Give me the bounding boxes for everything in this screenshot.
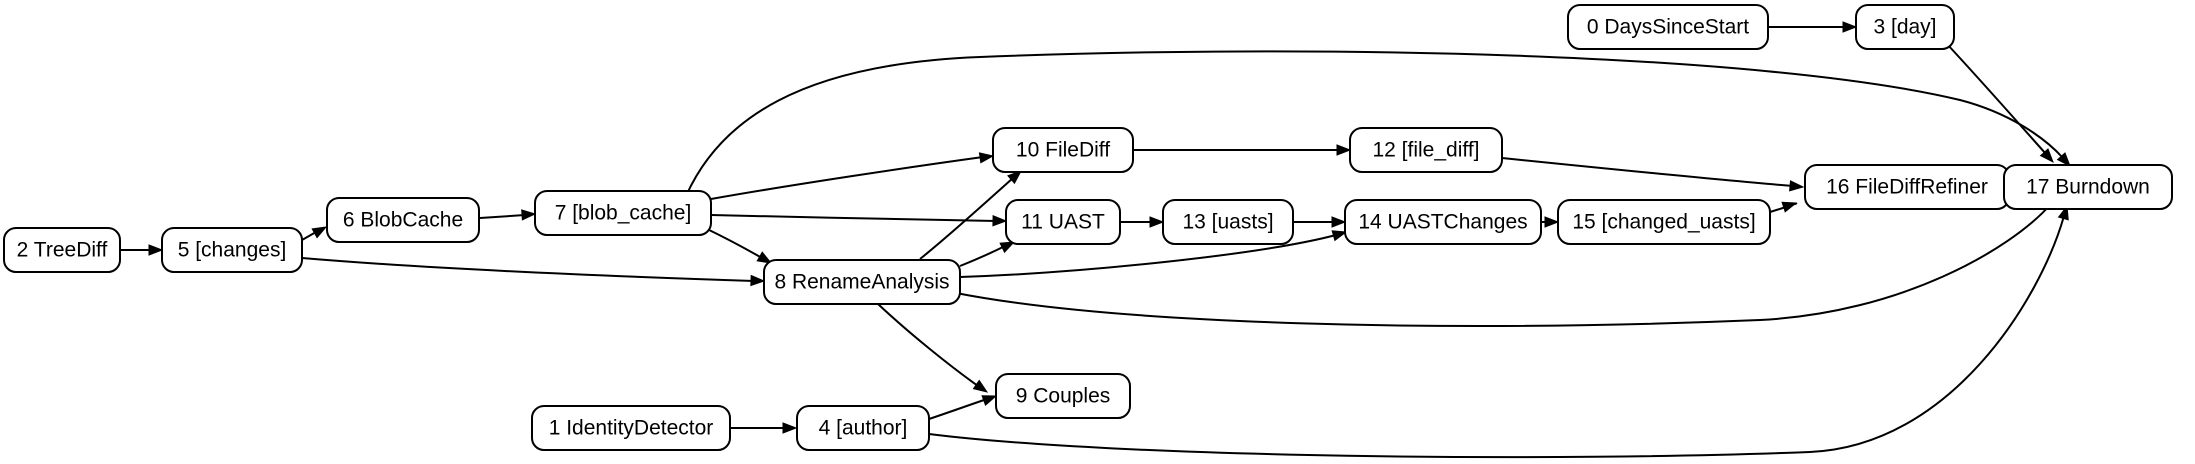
arrow-head-icon [1781,201,1798,213]
arrow-head-icon [2039,148,2054,164]
arrow-head-icon [978,152,995,164]
node-label: 11 UAST [1021,211,1105,234]
node-label: 2 TreeDiff [17,239,108,262]
node-shape[interactable] [1855,4,1955,50]
edge-3-to-17 [1946,43,2054,164]
node-shape[interactable] [534,190,712,236]
arrow-head-icon [1842,21,1858,33]
edge-11-to-13 [1120,216,1165,228]
edge-7-to-10 [710,152,995,200]
node-5[interactable]: 5 [changes] [161,227,303,273]
edge-8-to-9 [877,303,989,393]
node-label: 8 RenameAnalysis [774,271,949,294]
node-shape[interactable] [326,197,480,243]
node-2[interactable]: 2 TreeDiff [3,227,121,273]
node-shape[interactable] [161,227,303,273]
node-shape[interactable] [1567,4,1769,50]
arrow-head-icon [972,379,989,393]
edge-7-to-17 [685,50,2071,197]
node-label: 4 [author] [819,417,908,440]
arrow-head-icon [1331,216,1347,228]
node-label: 12 [file_diff] [1372,139,1479,162]
node-label: 15 [changed_uasts] [1572,211,1755,234]
node-shape[interactable] [796,405,930,451]
node-15[interactable]: 15 [changed_uasts] [1557,199,1771,245]
node-label: 1 IdentityDetector [549,417,714,440]
arrow-head-icon [981,395,998,406]
node-16[interactable]: 16 FileDiffRefiner [1804,164,2010,210]
arrow-head-icon [750,274,766,287]
arrow-head-icon [782,422,798,434]
node-shape[interactable] [992,127,1134,173]
node-8[interactable]: 8 RenameAnalysis [763,259,961,305]
node-shape[interactable] [1344,199,1542,245]
node-label: 10 FileDiff [1016,139,1110,162]
arrow-head-icon [311,226,328,239]
edge-10-to-12 [1133,144,1352,156]
node-11[interactable]: 11 UAST [1005,199,1121,245]
node-6[interactable]: 6 BlobCache [326,197,480,243]
edge-8-to-10 [919,170,1023,260]
arrow-head-icon [1544,216,1560,228]
node-17[interactable]: 17 Burndown [2003,164,2173,210]
node-shape[interactable] [1162,199,1294,245]
edge-7-to-8 [704,227,773,264]
edge-1-to-4 [730,422,798,434]
node-shape[interactable] [531,405,731,451]
node-label: 16 FileDiffRefiner [1826,176,1988,199]
node-4[interactable]: 4 [author] [796,405,930,451]
arrow-head-icon [1789,180,1805,192]
node-label: 17 Burndown [2026,176,2150,199]
edge-14-to-15 [1541,216,1560,228]
arrow-head-icon [756,251,773,264]
arrow-head-icon [2056,152,2071,168]
arrow-head-icon [999,241,1016,254]
node-label: 3 [day] [1873,16,1936,39]
edge-2-to-5 [121,244,164,256]
arrow-head-icon [1331,230,1348,242]
node-10[interactable]: 10 FileDiff [992,127,1134,173]
node-7[interactable]: 7 [blob_cache] [534,190,712,236]
node-14[interactable]: 14 UASTChanges [1344,199,1542,245]
node-label: 5 [changes] [178,239,287,262]
node-shape[interactable] [1005,199,1121,245]
node-shape[interactable] [763,259,961,305]
node-shape[interactable] [2003,164,2173,210]
node-shape[interactable] [1349,127,1503,173]
edge-0-to-3 [1769,21,1858,33]
node-1[interactable]: 1 IdentityDetector [531,405,731,451]
edge-13-to-14 [1293,216,1347,228]
arrow-head-icon [1336,144,1352,156]
arrow-head-icon [1149,216,1165,228]
edge-5-to-8 [301,257,766,287]
node-label: 9 Couples [1016,385,1111,408]
node-shape[interactable] [3,227,121,273]
edge-8-to-14 [959,230,1348,278]
edge-12-to-16 [1501,157,1805,192]
node-12[interactable]: 12 [file_diff] [1349,127,1503,173]
node-label: 7 [blob_cache] [555,202,692,225]
nodes-layer: 0 DaysSinceStart 3 [day] 2 TreeDiff 5 [chan… [3,4,2173,451]
node-shape[interactable] [1557,199,1771,245]
node-0[interactable]: 0 DaysSinceStart [1567,4,1769,50]
edge-6-to-7 [479,209,537,221]
node-13[interactable]: 13 [uasts] [1162,199,1294,245]
edge-15-to-16 [1769,201,1798,213]
node-label: 13 [uasts] [1182,211,1273,234]
node-9[interactable]: 9 Couples [995,373,1131,419]
node-3[interactable]: 3 [day] [1855,4,1955,50]
edge-8-to-11 [959,241,1016,267]
arrow-head-icon [992,215,1008,227]
arrow-head-icon [521,209,537,221]
node-label: 14 UASTChanges [1358,211,1527,234]
arrow-head-icon [148,244,164,256]
node-shape[interactable] [995,373,1131,419]
arrow-head-icon [1007,170,1023,185]
node-label: 6 BlobCache [343,209,463,232]
edge-4-to-9 [928,395,998,420]
node-label: 0 DaysSinceStart [1587,16,1749,39]
edge-5-to-6 [301,226,328,241]
